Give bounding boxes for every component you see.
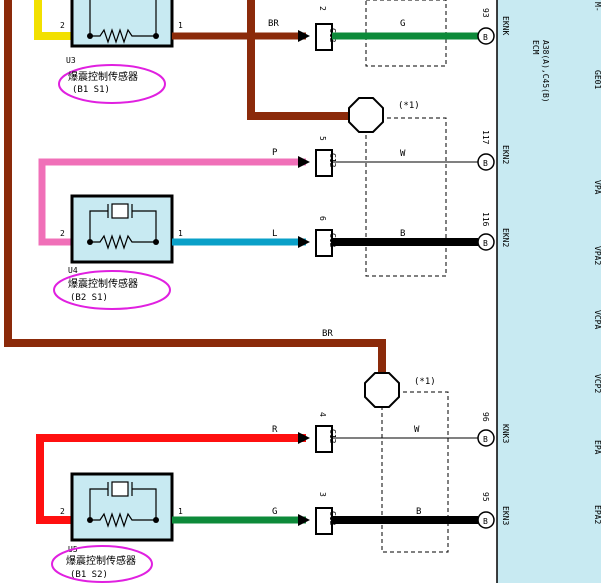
row2-wire-in-label: P bbox=[272, 148, 278, 158]
u3-name: 爆震控制传感器 bbox=[68, 70, 138, 83]
shield-label-bottom: (*1) bbox=[414, 377, 436, 387]
u3-highlight bbox=[58, 64, 166, 104]
row4-conn-id: C12 bbox=[328, 429, 337, 444]
ecm-title: A38(A),C45(B) ECM bbox=[531, 40, 550, 103]
row4-wire-in-label: R bbox=[272, 425, 278, 435]
junction-box-bottom bbox=[381, 391, 449, 553]
row3-wire-out-label: B bbox=[400, 229, 405, 239]
ecm-label-epa2: EPA2 bbox=[593, 505, 601, 524]
svg-text:B: B bbox=[483, 33, 488, 42]
row4-conn-pin: 4 bbox=[318, 412, 327, 417]
u5-resistor-icon bbox=[90, 512, 156, 528]
row5-ecm-pin-no: 95 bbox=[481, 492, 490, 502]
u3-wire-yellow bbox=[34, 0, 72, 40]
signal-4: KNK3 bbox=[501, 424, 510, 443]
row2-wire-in bbox=[38, 158, 306, 246]
ecm-panel bbox=[497, 0, 601, 583]
u3-pin-left: 2 bbox=[60, 21, 65, 30]
shield-node-top bbox=[348, 97, 384, 133]
row3-ecm-pin bbox=[477, 233, 495, 251]
row4-ecm-pin bbox=[477, 429, 495, 447]
shield-label-top: (*1) bbox=[398, 101, 420, 111]
row2-ecm-pin-no: 117 bbox=[481, 130, 490, 145]
ecm-label-epa: EPA bbox=[593, 440, 601, 455]
u5-pin-left: 2 bbox=[60, 507, 65, 516]
row4-wire-out-label: W bbox=[414, 425, 420, 435]
row1-conn-pin: 2 bbox=[318, 6, 327, 11]
ecm-label-vpa: VPA bbox=[593, 180, 601, 195]
row1-wire-out-label: G bbox=[400, 19, 405, 29]
shield-wire-label: BR bbox=[322, 329, 333, 339]
row1-wire-in-label: BR bbox=[268, 19, 279, 29]
row2-wire-out-label: W bbox=[400, 149, 406, 159]
u5-sub: (B1 S2) bbox=[70, 570, 108, 580]
u5-crystal-icon bbox=[111, 481, 129, 497]
u5-pin-right: 1 bbox=[178, 507, 183, 516]
ecm-label-ge01: GE01 bbox=[593, 70, 601, 89]
ecm-label-vpa2: VPA2 bbox=[593, 246, 601, 265]
u3-resistor-icon bbox=[89, 0, 157, 44]
shield-node-bottom bbox=[364, 372, 400, 408]
ecm-label-vcp2: VCP2 bbox=[593, 374, 601, 393]
row2-connector bbox=[315, 149, 333, 177]
shield-wire-main bbox=[4, 0, 386, 376]
row2-conn-pin: 5 bbox=[318, 136, 327, 141]
u4-crystal-icon bbox=[111, 203, 129, 219]
u3-sensor-box bbox=[70, 0, 174, 48]
ecm-name: ECM bbox=[531, 40, 540, 55]
u3-sub: (B1 S1) bbox=[72, 85, 110, 95]
u4-id: U4 bbox=[68, 266, 78, 275]
u3-id: U3 bbox=[66, 56, 76, 65]
u4-pin-left: 2 bbox=[60, 229, 65, 238]
row5-wire-out-label: B bbox=[416, 507, 421, 517]
row5-wire-in-label: G bbox=[272, 507, 277, 517]
signal-1: EKNK bbox=[501, 16, 510, 35]
ecm-label-vcpa: VCPA bbox=[593, 310, 601, 329]
u5-highlight bbox=[51, 545, 153, 583]
u4-resistor-icon bbox=[90, 234, 156, 250]
svg-text:B: B bbox=[483, 435, 488, 444]
u4-highlight bbox=[53, 270, 171, 310]
row3-conn-pin: 6 bbox=[318, 216, 327, 221]
junction-box-middle bbox=[365, 117, 447, 277]
u4-name: 爆震控制传感器 bbox=[68, 277, 138, 290]
svg-text:B: B bbox=[483, 239, 488, 248]
row2-conn-id: C12 bbox=[328, 153, 337, 168]
svg-text:B: B bbox=[483, 159, 488, 168]
signal-3: EKN2 bbox=[501, 228, 510, 247]
ecm-connector-ids: A38(A),C45(B) bbox=[541, 40, 550, 103]
row3-wire-in-label: L bbox=[272, 229, 277, 239]
row5-conn-pin: 3 bbox=[318, 492, 327, 497]
row1-ecm-pin-no: 93 bbox=[481, 8, 490, 18]
row5-ecm-pin bbox=[477, 511, 495, 529]
ecm-top-partial: M- bbox=[593, 2, 601, 12]
u3-pin-right: 1 bbox=[178, 21, 183, 30]
row4-connector bbox=[315, 425, 333, 453]
u5-name: 爆震控制传感器 bbox=[66, 554, 136, 567]
signal-2: EKN2 bbox=[501, 145, 510, 164]
row2-ecm-pin bbox=[477, 153, 495, 171]
shield-wire-top bbox=[247, 0, 352, 120]
row3-ecm-pin-no: 116 bbox=[481, 212, 490, 227]
row4-ecm-pin-no: 96 bbox=[481, 412, 490, 422]
signal-5: EKN3 bbox=[501, 506, 510, 525]
row1-ecm-pin bbox=[477, 27, 495, 45]
u4-pin-right: 1 bbox=[178, 229, 183, 238]
u4-sub: (B2 S1) bbox=[70, 293, 108, 303]
row4-wire-in bbox=[36, 434, 306, 524]
svg-text:B: B bbox=[483, 517, 488, 526]
